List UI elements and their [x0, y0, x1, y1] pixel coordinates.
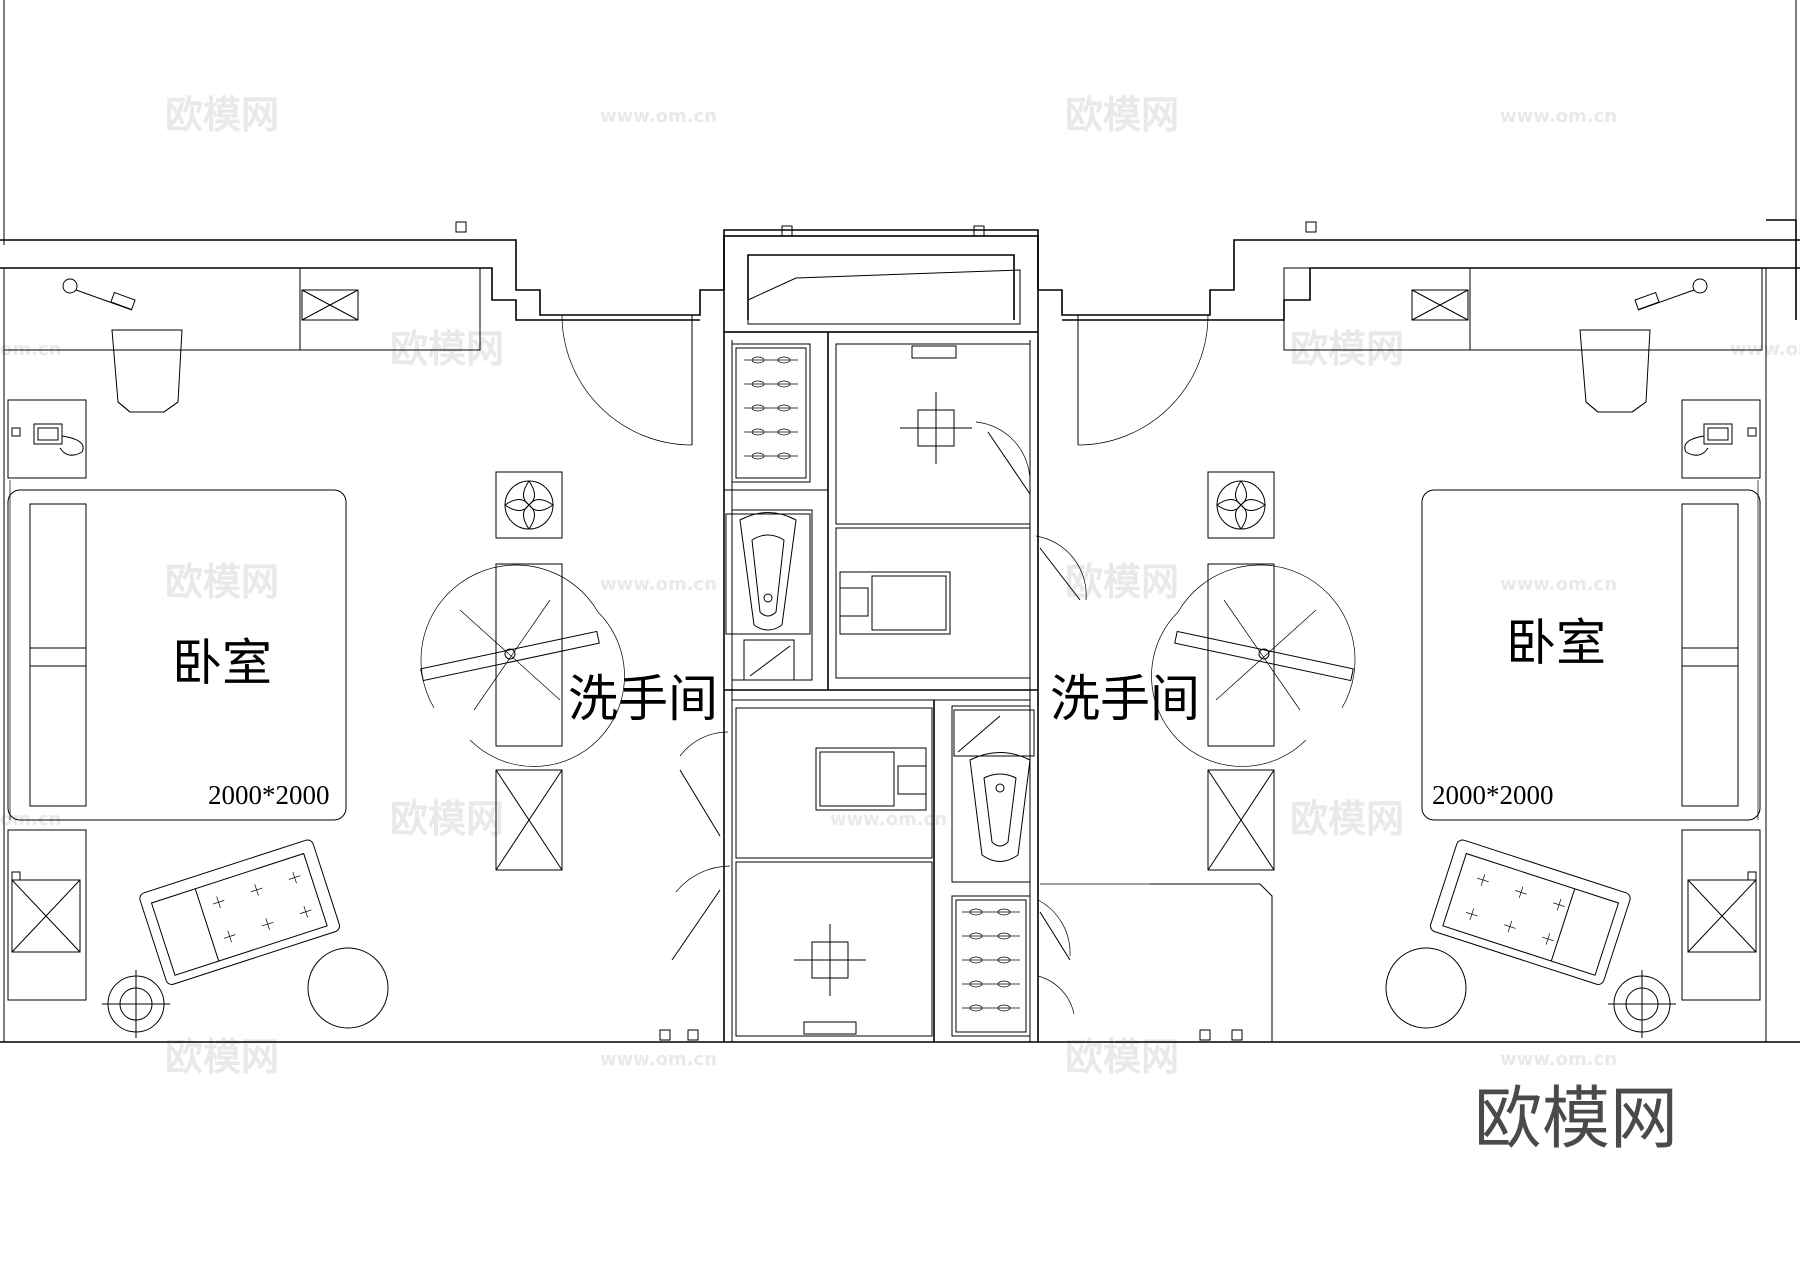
left-bedroom: 卧室 2000*2000: [3, 267, 693, 1038]
hanger: [751, 428, 765, 436]
round-table: [1385, 947, 1467, 1029]
watermark-url: www.om.cn: [830, 809, 947, 830]
desk-chair-icon: [111, 329, 183, 413]
vent-strip: [803, 345, 1273, 1042]
walls: [0, 0, 1800, 1043]
hanger: [997, 980, 1011, 988]
hanger: [969, 956, 983, 964]
desk-lamp-icon: [1692, 278, 1708, 294]
sofa-tuft: [223, 930, 236, 943]
sofa-tuft: [1553, 898, 1565, 911]
hangers: [962, 908, 1020, 1012]
hanger: [997, 932, 1011, 940]
sofa-tuft: [288, 871, 301, 884]
watermark-layer: 欧模网 www.om.cn 欧模网 www.om.cn om.cn 欧模网 欧模…: [0, 93, 1800, 1079]
desk-lamp-icon: [62, 278, 78, 294]
hanger: [969, 932, 983, 940]
watermark-brand: 欧模网: [1290, 327, 1404, 371]
watermark-brand: 欧模网: [1065, 560, 1179, 604]
urinal-icon: [725, 512, 811, 681]
exhaust-fan-icon: [1216, 480, 1266, 530]
watermark-url: www.om.cn: [1730, 339, 1800, 360]
watermark-brand: 欧模网: [390, 327, 504, 371]
watermark-brand: 欧模网: [390, 797, 504, 841]
hanger: [751, 356, 765, 364]
hanger: [997, 908, 1011, 916]
sofa-tuft: [250, 884, 263, 896]
door-swing-icon: [1077, 314, 1209, 446]
sofa-icon: [1430, 839, 1631, 985]
room-label-bedroom: 卧室: [1506, 614, 1606, 672]
shelf-cabinet: [724, 343, 828, 491]
urinal-icon: [953, 709, 1035, 862]
bed-size-label: 2000*2000: [208, 780, 330, 810]
watermark-brand: 欧模网: [165, 560, 279, 604]
hanger: [997, 956, 1011, 964]
hanger: [777, 404, 791, 412]
hanger: [751, 452, 765, 460]
sofa-tuft: [1466, 908, 1478, 921]
sofa-tuft: [1504, 920, 1516, 933]
right-bedroom: 卧室 2000*2000: [1077, 267, 1763, 1038]
hanger: [969, 908, 983, 916]
hanger: [751, 404, 765, 412]
pivot-door-left: [420, 564, 625, 767]
door-swing-icon: [671, 421, 1087, 1015]
hanger: [751, 380, 765, 388]
watermark-url: www.om.cn: [1500, 1049, 1617, 1070]
bed: 卧室 2000*2000: [1421, 489, 1761, 821]
watermark-brand: 欧模网: [165, 93, 279, 137]
hanger: [777, 356, 791, 364]
watermark-url: www.om.cn: [600, 574, 717, 595]
sofa-tuft: [299, 905, 312, 918]
floor-lamp-icon: [102, 970, 170, 1038]
bed: 卧室 2000*2000: [7, 489, 347, 821]
watermark-url: www.om.cn: [600, 106, 717, 127]
watermark-url: www.om.cn: [1500, 106, 1617, 127]
sofa-tuft: [261, 918, 274, 930]
watermark-url: www.om.cn: [1500, 574, 1617, 595]
bed-size-label: 2000*2000: [1432, 780, 1554, 810]
watermark-brand: 欧模网: [1290, 797, 1404, 841]
pivot-door-right: [1151, 564, 1356, 767]
hanger: [777, 452, 791, 460]
sofa-tuft: [212, 896, 225, 909]
brand-watermark: 欧模网: [1474, 1080, 1678, 1159]
room-label-bedroom: 卧室: [172, 634, 272, 692]
watermark-url: www.om.cn: [600, 1049, 717, 1070]
watermark-brand: 欧模网: [1065, 93, 1179, 137]
wall-markers: [455, 221, 1317, 1041]
floor-lamp-icon: [1608, 970, 1676, 1038]
hanger: [997, 1004, 1011, 1012]
washroom-pod: [731, 343, 1031, 1037]
central-core: [723, 235, 1039, 1042]
sofa-tuft: [1515, 886, 1527, 899]
round-table: [307, 947, 389, 1029]
room-label-washroom: 洗手间: [568, 670, 718, 728]
telephone-icon: [1684, 423, 1757, 456]
hanger: [969, 1004, 983, 1012]
sofa-icon: [139, 839, 340, 985]
hanger: [777, 428, 791, 436]
exhaust-fan-icon: [504, 480, 554, 530]
basin-counter: [815, 571, 951, 811]
sofa-tuft: [1477, 874, 1489, 886]
telephone-icon: [11, 423, 84, 456]
desk-chair-icon: [1579, 329, 1651, 413]
floor-drain: [794, 392, 972, 996]
sofa-tuft: [1542, 933, 1554, 945]
hanger: [777, 380, 791, 388]
room-label-washroom: 洗手间: [1050, 670, 1200, 728]
door-swing-icon: [561, 314, 693, 446]
shelf-cabinet: [951, 895, 1031, 1037]
hanger: [969, 980, 983, 988]
